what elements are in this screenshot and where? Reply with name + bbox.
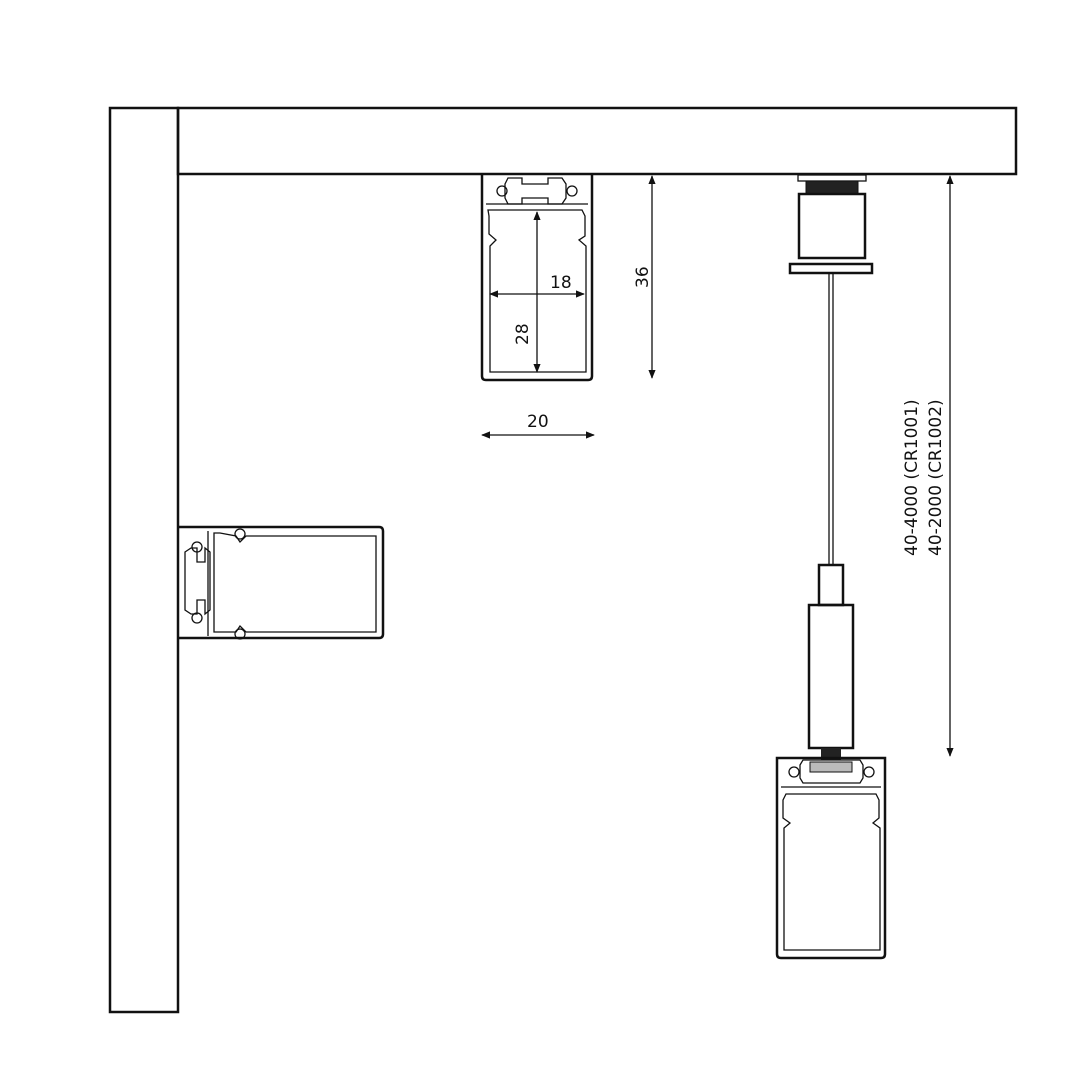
wall [108, 106, 180, 1014]
suspension-length-cr1002-label: 40-2000 (CR1002) [926, 399, 946, 556]
ceiling [176, 106, 1018, 176]
dimension-outer-width: 20 [481, 412, 595, 439]
outer-width-label: 20 [527, 412, 549, 432]
dimension-outer-height: 36 [633, 175, 656, 379]
dimension-inner-height: 28 [513, 211, 541, 373]
inner-height-label: 28 [513, 323, 533, 345]
dimension-suspension-length: 40-4000 (CR1001) 40-2000 (CR1002) [902, 175, 954, 757]
gripper-top [817, 563, 845, 607]
canopy-bushing [805, 180, 859, 195]
canopy-flange [788, 262, 874, 275]
suspension-length-cr1001-label: 40-4000 (CR1001) [902, 399, 922, 556]
outer-height-label: 36 [633, 266, 653, 288]
suspended-profile [775, 756, 887, 960]
gripper-body [807, 603, 855, 750]
suspension-kit [788, 174, 874, 773]
ceiling-mounted-profile [480, 175, 594, 382]
wall-mounted-profile [178, 525, 385, 640]
canopy-cup [797, 192, 867, 260]
gripper-ferrule [809, 761, 853, 773]
ceiling-canopy-plate [797, 174, 867, 182]
inner-width-label: 18 [550, 273, 572, 293]
